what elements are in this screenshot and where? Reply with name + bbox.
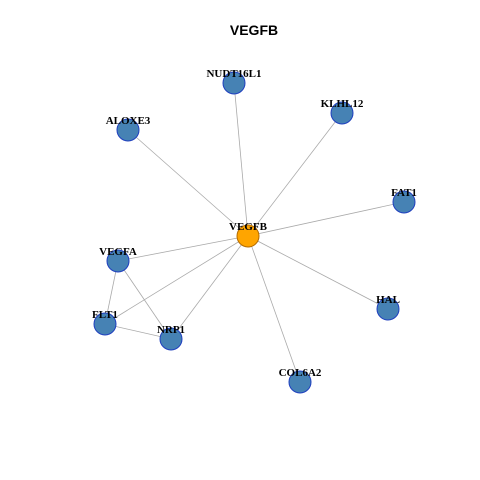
node-nrp1: NRP1 bbox=[157, 324, 185, 351]
diagram-title: VEGFB bbox=[230, 22, 278, 38]
node-fat1: FAT1 bbox=[391, 187, 417, 214]
node-flt1: FLT1 bbox=[92, 309, 118, 336]
node-label-col6a2: COL6A2 bbox=[279, 367, 322, 379]
node-label-klhl12: KLHL12 bbox=[321, 98, 364, 110]
edge-vegfb-col6a2 bbox=[247, 235, 301, 383]
node-circle-aloxe3 bbox=[116, 118, 140, 142]
edge-vegfb-fat1 bbox=[247, 201, 405, 237]
node-circle-flt1 bbox=[93, 312, 117, 336]
edge-vegfb-aloxe3 bbox=[127, 129, 249, 237]
node-circle-nrp1 bbox=[159, 327, 183, 351]
node-hal: HAL bbox=[376, 294, 400, 321]
node-nudt16l1: NUDT16L1 bbox=[206, 68, 262, 95]
edge-vegfb-vegfa bbox=[117, 235, 249, 262]
node-label-nrp1: NRP1 bbox=[157, 324, 185, 336]
node-circle-klhl12 bbox=[330, 101, 354, 125]
node-label-hal: HAL bbox=[376, 294, 400, 306]
node-label-vegfa: VEGFA bbox=[99, 246, 137, 258]
node-circle-vegfb bbox=[236, 224, 260, 248]
node-vegfa: VEGFA bbox=[99, 246, 137, 273]
edge-vegfb-nudt16l1 bbox=[233, 82, 249, 237]
node-circle-hal bbox=[376, 297, 400, 321]
node-circle-col6a2 bbox=[288, 370, 312, 394]
node-circle-nudt16l1 bbox=[222, 71, 246, 95]
node-vegfb: VEGFB bbox=[229, 221, 268, 248]
node-circle-fat1 bbox=[392, 190, 416, 214]
node-label-aloxe3: ALOXE3 bbox=[106, 115, 151, 127]
node-klhl12: KLHL12 bbox=[321, 98, 364, 125]
edge-vegfa-nrp1 bbox=[117, 260, 172, 340]
node-col6a2: COL6A2 bbox=[279, 367, 322, 394]
node-label-fat1: FAT1 bbox=[391, 187, 417, 199]
edge-vegfb-klhl12 bbox=[247, 112, 343, 237]
edge-vegfb-nrp1 bbox=[170, 235, 249, 340]
node-aloxe3: ALOXE3 bbox=[106, 115, 151, 142]
node-circle-vegfa bbox=[106, 249, 130, 273]
node-label-nudt16l1: NUDT16L1 bbox=[206, 68, 261, 80]
node-label-flt1: FLT1 bbox=[92, 309, 118, 321]
edge-vegfb-hal bbox=[247, 235, 389, 310]
node-label-vegfb: VEGFB bbox=[229, 221, 268, 233]
edge-vegfb-flt1 bbox=[104, 235, 249, 325]
